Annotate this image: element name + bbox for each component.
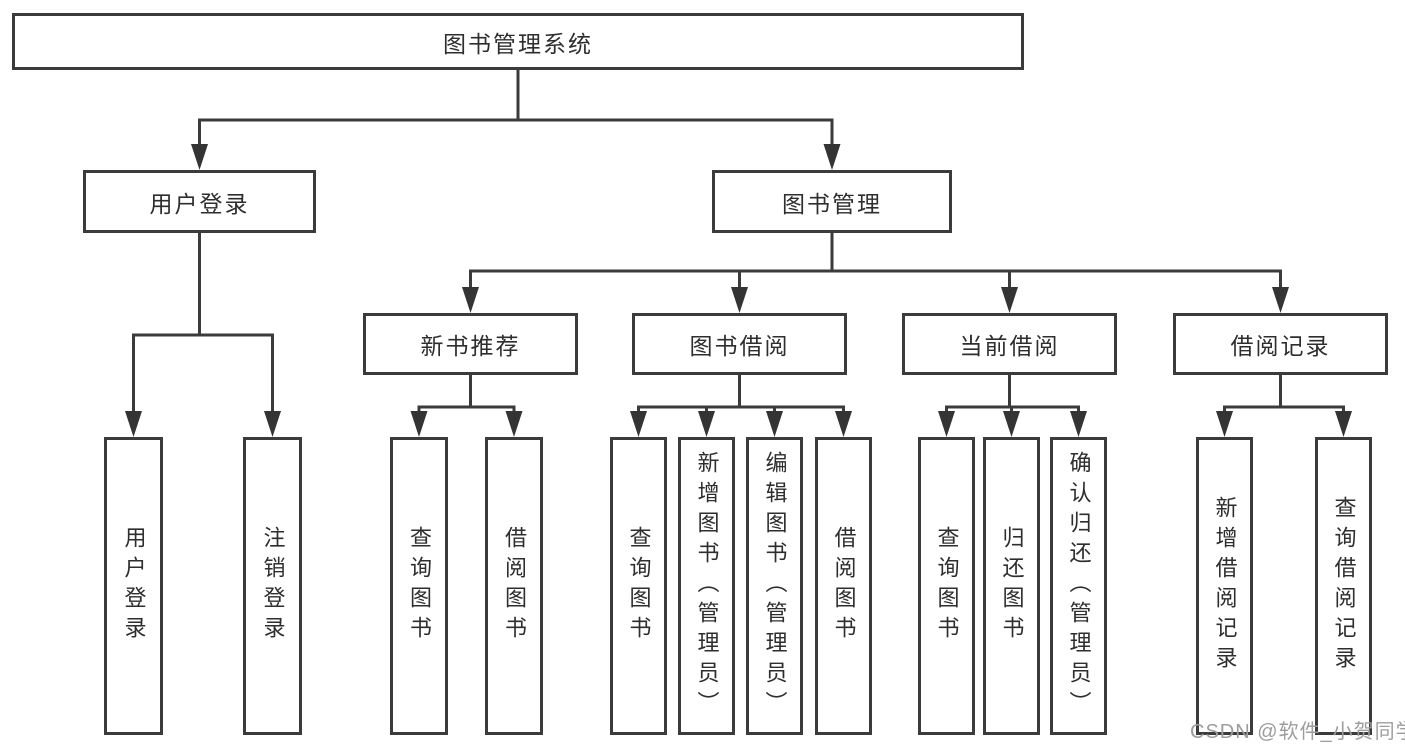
node-label: 编辑图书（管理员） [762,451,788,721]
node-label: 查询图书 [626,526,652,646]
node-label: 注销登录 [260,526,286,646]
node-label: 图书管理系统 [443,30,593,57]
node-label: 归还图书 [999,526,1025,646]
node-borrow-add-books-admin: 新增图书（管理员） [678,437,735,735]
node-label: 用户登录 [121,526,147,646]
node-library-system: 图书管理系统 [12,13,1024,70]
node-label: 图书管理 [782,190,882,217]
node-label: 查询借阅记录 [1331,496,1357,676]
node-borrowing-records: 借阅记录 [1173,313,1388,375]
node-leaf-user-login: 用户登录 [104,437,163,735]
node-records-add-record: 新增借阅记录 [1196,437,1253,735]
node-current-query-books: 查询图书 [918,437,975,735]
node-newbook-borrow-books: 借阅图书 [485,437,543,735]
watermark: CSDN @软件_小贺同学 [1190,721,1405,743]
node-records-query-record: 查询借阅记录 [1315,437,1372,735]
node-label: 新增借阅记录 [1212,496,1238,676]
node-newbook-query-books: 查询图书 [390,437,448,735]
node-leaf-logout: 注销登录 [243,437,302,735]
node-current-return-books: 归还图书 [983,437,1040,735]
node-new-book-recommend: 新书推荐 [363,313,578,375]
node-user-login: 用户登录 [83,170,316,233]
node-current-confirm-return-admin: 确认归还（管理员） [1050,437,1107,735]
node-label: 图书借阅 [689,333,790,359]
node-label: 借阅图书 [502,526,527,646]
node-label: 查询图书 [934,526,960,646]
node-label: 当前借阅 [959,333,1060,359]
node-label: 借阅图书 [831,526,857,646]
node-label: 查询图书 [407,526,432,646]
node-book-management: 图书管理 [712,170,952,233]
node-borrow-query-books: 查询图书 [610,437,667,735]
node-label: 确认归还（管理员） [1066,451,1092,721]
node-label: 借阅记录 [1230,333,1331,359]
node-borrow-borrow-books: 借阅图书 [815,437,872,735]
node-book-borrowing: 图书借阅 [632,313,847,375]
node-label: 用户登录 [149,190,250,217]
node-label: 新书推荐 [420,333,521,359]
node-borrow-edit-books-admin: 编辑图书（管理员） [746,437,803,735]
node-label: 新增图书（管理员） [694,451,720,721]
node-current-borrowing: 当前借阅 [902,313,1117,375]
